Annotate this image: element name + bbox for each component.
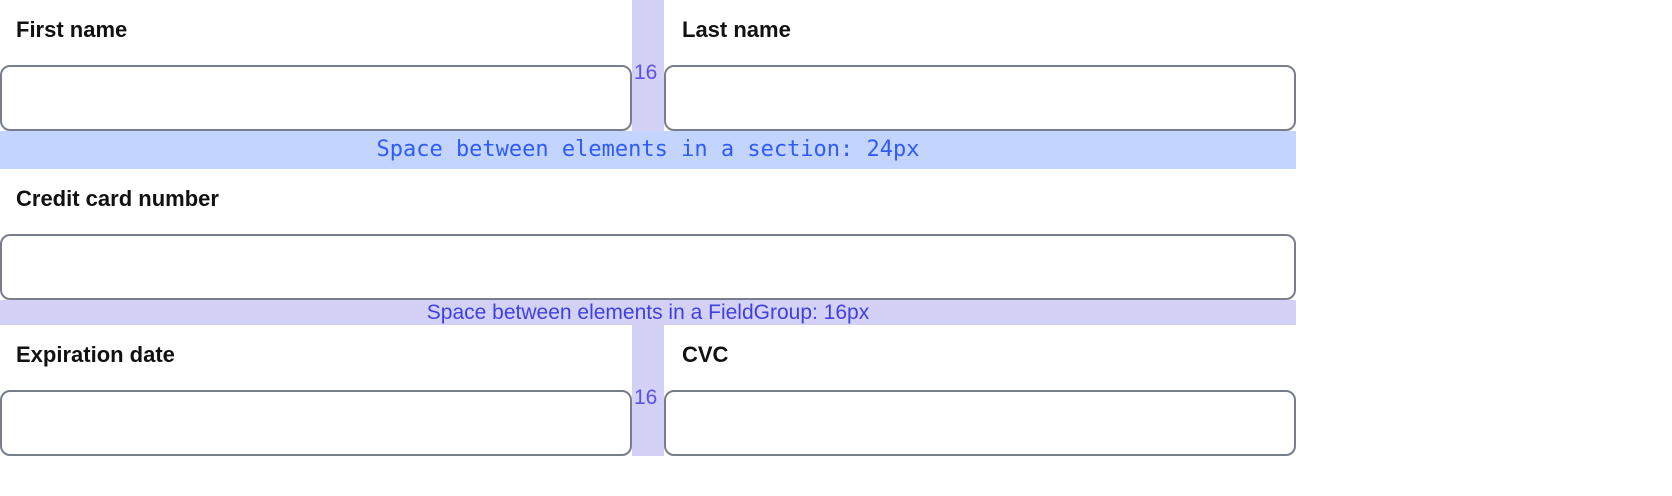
label-credit-card-number: Credit card number — [0, 169, 1296, 212]
expiration-date-input[interactable] — [0, 390, 632, 456]
gap-size-label-card-details-row: 16 — [634, 386, 658, 409]
field-last-name: Last name — [664, 0, 1296, 131]
gap-size-label-name-row: 16 — [634, 61, 658, 84]
label-expiration-date: Expiration date — [0, 325, 632, 368]
label-first-name: First name — [0, 0, 632, 43]
last-name-input[interactable] — [664, 65, 1296, 131]
field-cvc: CVC — [664, 325, 1296, 456]
input-wrap-credit-card-number — [0, 212, 1296, 300]
field-credit-card-number: Credit card number — [0, 169, 1296, 300]
cvc-input[interactable] — [664, 390, 1296, 456]
field-expiration-date: Expiration date — [0, 325, 632, 456]
fieldgroup-spacing-band: Space between elements in a FieldGroup: … — [0, 300, 1296, 325]
input-wrap-last-name — [664, 43, 1296, 131]
field-first-name: First name — [0, 0, 632, 131]
gap-strip-name-row: 16 — [632, 0, 664, 131]
credit-card-number-input[interactable] — [0, 234, 1296, 300]
input-wrap-expiration-date — [0, 368, 632, 456]
section-spacing-band: Space between elements in a section: 24p… — [0, 131, 1296, 169]
gap-strip-card-details-row: 16 — [632, 325, 664, 456]
first-name-input[interactable] — [0, 65, 632, 131]
label-cvc: CVC — [664, 325, 1296, 368]
label-last-name: Last name — [664, 0, 1296, 43]
field-row-card-details: Expiration date 16 CVC — [0, 325, 1296, 456]
input-wrap-cvc — [664, 368, 1296, 456]
input-wrap-first-name — [0, 43, 632, 131]
field-row-name: First name 16 Last name — [0, 0, 1296, 131]
